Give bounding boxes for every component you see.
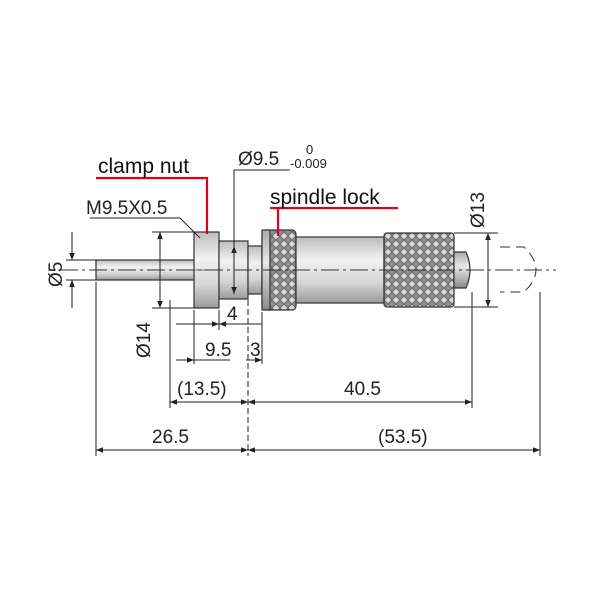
dim-length-13-5: (13.5) <box>177 379 227 400</box>
dim-length-26-5: 26.5 <box>152 427 189 448</box>
clamp-nut-label: clamp nut <box>98 155 189 178</box>
tolerance-upper: 0 <box>306 142 313 157</box>
dim-length-4: 4 <box>227 304 238 325</box>
spindle-lock-label: spindle lock <box>270 186 380 209</box>
callout-leaders <box>96 176 398 236</box>
travel-phantom-line <box>500 246 537 293</box>
dim-diameter-9-5: Ø9.5 <box>238 149 279 170</box>
tolerance-lower: -0.009 <box>290 156 327 171</box>
dim-diameter-13: Ø13 <box>468 192 489 228</box>
thread-label: M9.5X0.5 <box>86 198 167 219</box>
dim-diameter-5: Ø5 <box>46 262 67 287</box>
dim-length-3: 3 <box>250 340 261 361</box>
dim-length-40-5: 40.5 <box>344 379 381 400</box>
dim-length-9-5: 9.5 <box>205 340 231 361</box>
dim-length-53-5: (53.5) <box>378 427 428 448</box>
dimension-lines <box>66 169 541 456</box>
sleeve <box>295 236 385 304</box>
dim-diameter-14: Ø14 <box>134 322 155 358</box>
